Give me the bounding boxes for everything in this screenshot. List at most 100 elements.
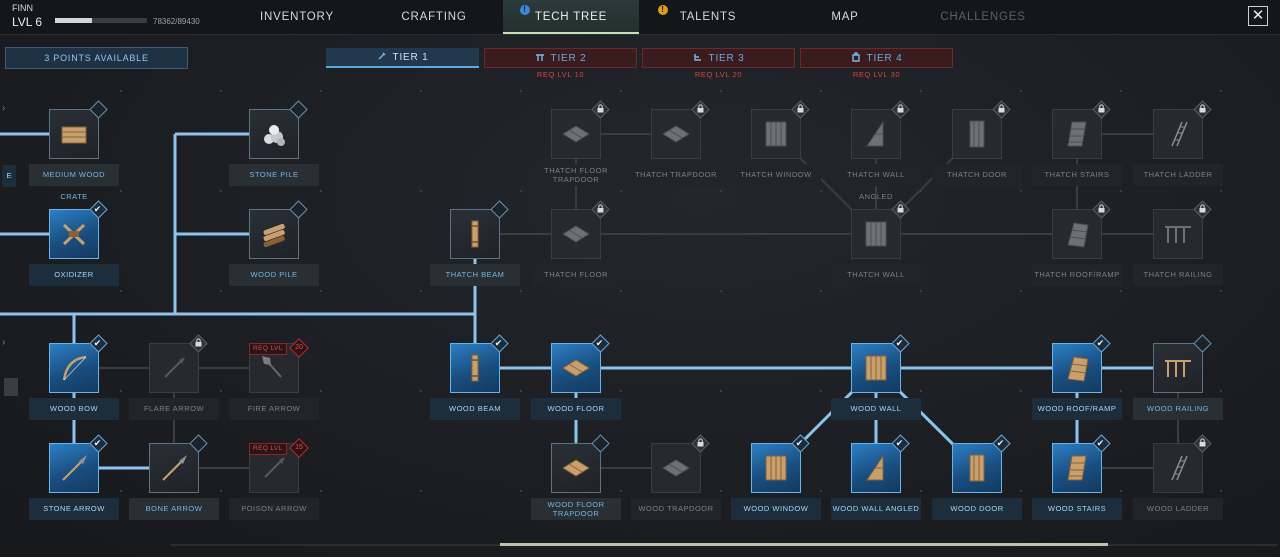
tab-inventory[interactable]: INVENTORY [248, 0, 346, 34]
lock-icon [595, 204, 606, 215]
tech-node-wood-railing[interactable] [1153, 334, 1212, 393]
tech-node-bone-arrow[interactable] [149, 434, 208, 493]
tier-tab-4[interactable]: TIER 4 [800, 48, 953, 68]
tech-node-wood-window[interactable]: ✔ [751, 434, 810, 493]
tech-node-thatch-beam[interactable] [450, 200, 509, 259]
check-icon: ✔ [996, 438, 1005, 448]
node-label: WOOD ROOF/RAMP [1032, 398, 1122, 420]
grid-dot [1220, 190, 1222, 192]
tier-tab-2[interactable]: TIER 2 [484, 48, 637, 68]
tech-node-thatch-floor[interactable] [551, 200, 610, 259]
tech-node-wood-door[interactable]: ✔ [952, 434, 1011, 493]
tab-crafting[interactable]: CRAFTING [390, 0, 478, 34]
tech-node-stone-arrow[interactable]: ✔ [49, 434, 108, 493]
tech-node-thatch-door[interactable] [952, 100, 1011, 159]
ramp-icon [1067, 356, 1089, 382]
grid-dot [1120, 490, 1122, 492]
check-icon: ✔ [93, 338, 102, 348]
tech-node-medium-wood-crate[interactable] [49, 100, 108, 159]
tab-label: TECH TREE [534, 11, 608, 23]
grid-dot [1020, 90, 1022, 92]
tier-label: TIER 4 [866, 53, 903, 64]
grid-dot [220, 290, 222, 292]
grid-dot [1120, 190, 1122, 192]
scrollbar-thumb[interactable] [500, 543, 1108, 546]
node-label: THATCH RAILING [1133, 264, 1223, 286]
tab-tech-tree[interactable]: TECH TREE! [503, 0, 639, 34]
lock-icon [1197, 104, 1208, 115]
logs-icon [263, 223, 285, 248]
tech-node-wood-wall[interactable]: ✔ [851, 334, 910, 393]
tier-icon [693, 54, 701, 61]
tech-node-thatch-window[interactable] [751, 100, 810, 159]
node-label: MEDIUM WOOD CRATE [29, 164, 119, 201]
grid-dot [120, 190, 122, 192]
check-icon: ✔ [494, 338, 503, 348]
tech-node-thatch-railing[interactable] [1153, 200, 1212, 259]
tech-node-wood-wall-angled[interactable]: ✔ [851, 434, 910, 493]
close-button[interactable]: ✕ [1248, 6, 1268, 26]
node-label: THATCH FLOOR [531, 264, 621, 286]
node-label: WOOD TRAPDOOR [631, 498, 721, 520]
tech-node-flare-arrow[interactable] [149, 334, 208, 393]
grid-dot [320, 490, 322, 492]
stairs-icon [1067, 455, 1087, 481]
tech-node-thatch-trapdoor[interactable] [651, 100, 710, 159]
grid-dot [320, 290, 322, 292]
tab-label: TALENTS [679, 11, 737, 23]
scroll-left-icon[interactable]: › [2, 337, 6, 348]
grid-dot [920, 90, 922, 92]
grid-dot [1220, 390, 1222, 392]
tech-node-wood-pile[interactable] [249, 200, 308, 259]
grid-dot [720, 190, 722, 192]
grid-dot [620, 90, 622, 92]
check-icon: ✔ [1096, 338, 1105, 348]
tech-node-oxidizer[interactable]: ✔ [49, 200, 108, 259]
lock-icon [1197, 204, 1208, 215]
tech-node-thatch-stairs[interactable] [1052, 100, 1111, 159]
tech-node-thatch-floor-trapdoor[interactable] [551, 100, 610, 159]
bow-icon [62, 355, 87, 381]
floor-icon [662, 459, 690, 477]
node-label: WOOD LADDER [1133, 498, 1223, 520]
tier-tab-3[interactable]: TIER 3 [642, 48, 795, 68]
tech-node-wood-floor-trapdoor[interactable] [551, 434, 610, 493]
grid-dot [420, 290, 422, 292]
tech-node-wood-stairs[interactable]: ✔ [1052, 434, 1111, 493]
tab-map[interactable]: MAP [815, 0, 875, 34]
grid-dot [520, 90, 522, 92]
points-available: 3 POINTS AVAILABLE [5, 47, 188, 69]
grid-dot [120, 290, 122, 292]
tech-node-wood-bow[interactable]: ✔ [49, 334, 108, 393]
scroll-left-icon[interactable]: › [2, 103, 6, 114]
tier-tab-1[interactable]: TIER 1 [326, 48, 479, 68]
tab-talents[interactable]: TALENTS! [656, 0, 760, 34]
tech-node-wood-roof-ramp[interactable]: ✔ [1052, 334, 1111, 393]
grid-dot [920, 190, 922, 192]
check-icon: ✔ [595, 338, 604, 348]
tech-node-thatch-wall-angled[interactable] [851, 100, 910, 159]
node-label: WOOD WALL ANGLED [831, 498, 921, 520]
tech-node-thatch-wall[interactable] [851, 200, 910, 259]
tech-node-wood-floor[interactable]: ✔ [551, 334, 610, 393]
required-level-value: 20 [295, 344, 303, 351]
tier-requirement: REQ LVL 20 [694, 70, 743, 79]
grid-dot [920, 490, 922, 492]
spear-icon [62, 455, 87, 481]
grid-dot [420, 390, 422, 392]
tech-node-wood-ladder[interactable] [1153, 434, 1212, 493]
tech-node-wood-beam[interactable]: ✔ [450, 334, 509, 393]
grid-dot [520, 290, 522, 292]
lock-icon [193, 338, 204, 349]
player-name: FINN [12, 3, 33, 13]
node-label: THATCH DOOR [932, 164, 1022, 186]
tab-label: CHALLENGES [940, 11, 1026, 23]
ramp-icon [1067, 222, 1089, 248]
tech-node-thatch-ladder[interactable] [1153, 100, 1212, 159]
grid-dot [1120, 290, 1122, 292]
tech-node-stone-pile[interactable] [249, 100, 308, 159]
tech-node-thatch-roof-ramp[interactable] [1052, 200, 1111, 259]
tech-node-wood-trapdoor[interactable] [651, 434, 710, 493]
